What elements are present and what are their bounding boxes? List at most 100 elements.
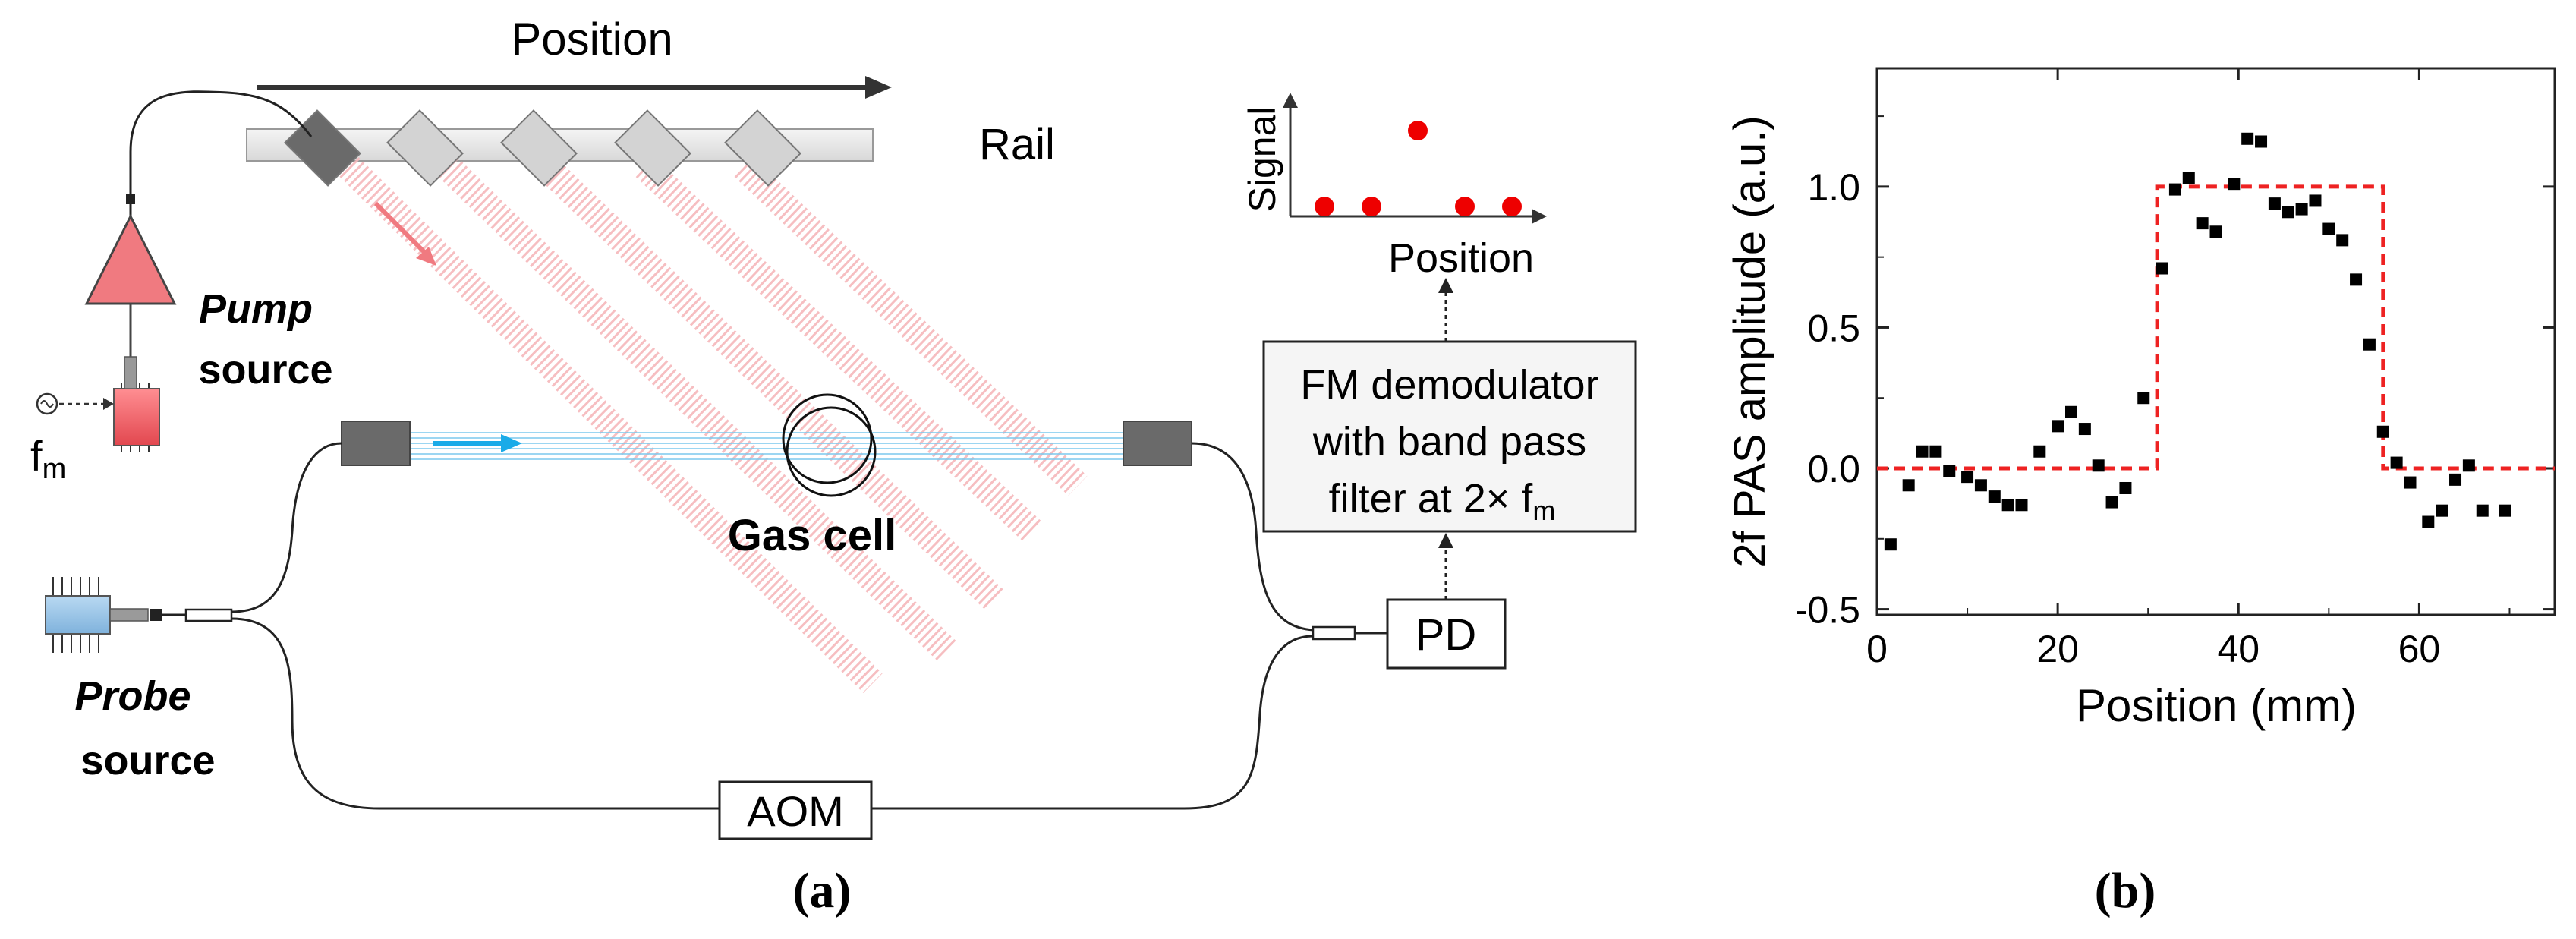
y-tick-label: 1.0 bbox=[1807, 166, 1860, 209]
data-point bbox=[2295, 203, 2308, 216]
data-point bbox=[2001, 499, 2014, 512]
probe-fiber-lower bbox=[231, 617, 720, 810]
probe-laser-chip-icon bbox=[45, 577, 186, 653]
data-point bbox=[1902, 479, 1915, 492]
inset-x-label: Position bbox=[1388, 235, 1534, 281]
x-tick-label: 40 bbox=[2217, 628, 2260, 670]
probe-collimator-right bbox=[1123, 421, 1192, 466]
reference-fiber bbox=[871, 635, 1314, 810]
data-point bbox=[2363, 338, 2376, 351]
data-point bbox=[1988, 490, 2001, 503]
probe-source-label: source bbox=[80, 738, 215, 783]
signal-fiber bbox=[1191, 442, 1314, 632]
data-point bbox=[2015, 499, 2028, 512]
pd-coupler bbox=[1312, 625, 1356, 641]
step-line bbox=[1877, 184, 2555, 471]
pump-fiber bbox=[129, 90, 313, 220]
data-point bbox=[2376, 425, 2389, 438]
panel-b-label: (b) bbox=[2095, 863, 2156, 919]
data-point bbox=[1943, 465, 1956, 477]
data-point bbox=[2168, 183, 2181, 196]
data-point bbox=[2350, 273, 2363, 286]
data-point bbox=[2336, 234, 2349, 247]
pd-box bbox=[1386, 598, 1507, 670]
data-point bbox=[2196, 217, 2209, 230]
data-point bbox=[2390, 456, 2403, 469]
demod-line-3: filter at 2× fm bbox=[1329, 476, 1556, 526]
inset-y-label: Signal bbox=[1241, 107, 1283, 213]
x-axis-label: Position (mm) bbox=[2076, 680, 2357, 731]
scatter-series bbox=[1884, 132, 2511, 551]
pump-laser-chip-icon bbox=[113, 356, 160, 452]
probe-fiber-splitter bbox=[184, 608, 233, 622]
y-tick-label: -0.5 bbox=[1795, 589, 1860, 632]
probe-collimator-left bbox=[341, 421, 411, 466]
data-point bbox=[1916, 445, 1929, 458]
rail-label: Rail bbox=[979, 120, 1055, 169]
aom-box bbox=[718, 780, 873, 840]
data-point bbox=[2156, 262, 2168, 275]
data-point bbox=[2241, 132, 2254, 145]
inset-signal-dots bbox=[1315, 121, 1522, 216]
pump-label: Pump bbox=[199, 286, 313, 332]
x-tick-label: 60 bbox=[2398, 628, 2441, 670]
data-point bbox=[2092, 459, 2105, 472]
pump-direction-arrow bbox=[373, 201, 431, 259]
gas-cell-label: Gas cell bbox=[728, 511, 896, 560]
data-point bbox=[2309, 194, 2322, 207]
data-point bbox=[2255, 135, 2268, 148]
data-point bbox=[2436, 504, 2448, 517]
y-tick-label: 0.5 bbox=[1807, 307, 1860, 349]
data-point bbox=[2476, 504, 2489, 517]
data-point bbox=[2282, 206, 2294, 219]
data-point bbox=[2228, 178, 2241, 191]
pd-label: PD bbox=[1416, 610, 1477, 660]
data-point bbox=[1884, 538, 1897, 551]
data-point bbox=[2119, 481, 2132, 494]
data-point bbox=[2078, 423, 2091, 436]
y-axis-label: 2f PAS amplitude (a.u.) bbox=[1725, 115, 1775, 567]
data-point bbox=[2052, 420, 2064, 433]
data-point bbox=[2404, 476, 2417, 489]
data-point bbox=[2322, 222, 2335, 235]
pump-source-label: source bbox=[198, 347, 332, 392]
pump-beam-paths bbox=[339, 156, 1088, 693]
data-point bbox=[2209, 225, 2222, 238]
data-point bbox=[1929, 445, 1942, 458]
demod-line-2: with band pass bbox=[1312, 419, 1586, 465]
panel-a-label: (a) bbox=[793, 863, 852, 919]
data-point bbox=[2137, 392, 2150, 405]
data-point bbox=[2064, 405, 2077, 418]
step-series bbox=[1877, 184, 2555, 471]
data-point bbox=[2105, 496, 2118, 509]
pump-collimator-active bbox=[284, 109, 361, 187]
gas-cell-icon bbox=[782, 393, 877, 497]
probe-beam bbox=[410, 432, 1123, 460]
x-tick-label: 20 bbox=[2036, 628, 2079, 670]
demod-line-1: FM demodulator bbox=[1300, 362, 1598, 408]
position-arrowhead bbox=[865, 76, 892, 99]
pump-amplifier-icon bbox=[84, 213, 177, 305]
position-title: Position bbox=[511, 14, 672, 65]
data-point bbox=[1974, 479, 1987, 492]
panel-a-diagram: Position Rail bbox=[30, 14, 1637, 919]
aom-label: AOM bbox=[747, 787, 844, 835]
pump-collimators bbox=[284, 109, 801, 187]
plot-frame bbox=[1875, 67, 2556, 616]
modulation-source-icon bbox=[36, 392, 114, 415]
data-point bbox=[2182, 172, 2195, 184]
data-point bbox=[2268, 197, 2281, 210]
probe-fiber-upper bbox=[231, 442, 342, 613]
data-point bbox=[2449, 473, 2462, 486]
data-point bbox=[2422, 515, 2435, 528]
signal-inset-plot: Signal Position bbox=[1241, 93, 1547, 281]
fm-label: fm bbox=[30, 432, 66, 485]
data-point bbox=[1961, 471, 1974, 484]
data-point bbox=[2033, 445, 2046, 458]
y-ticks: -0.50.00.51.0 bbox=[1795, 115, 2555, 632]
data-point bbox=[2499, 504, 2511, 517]
demodulator-box bbox=[1262, 340, 1637, 533]
